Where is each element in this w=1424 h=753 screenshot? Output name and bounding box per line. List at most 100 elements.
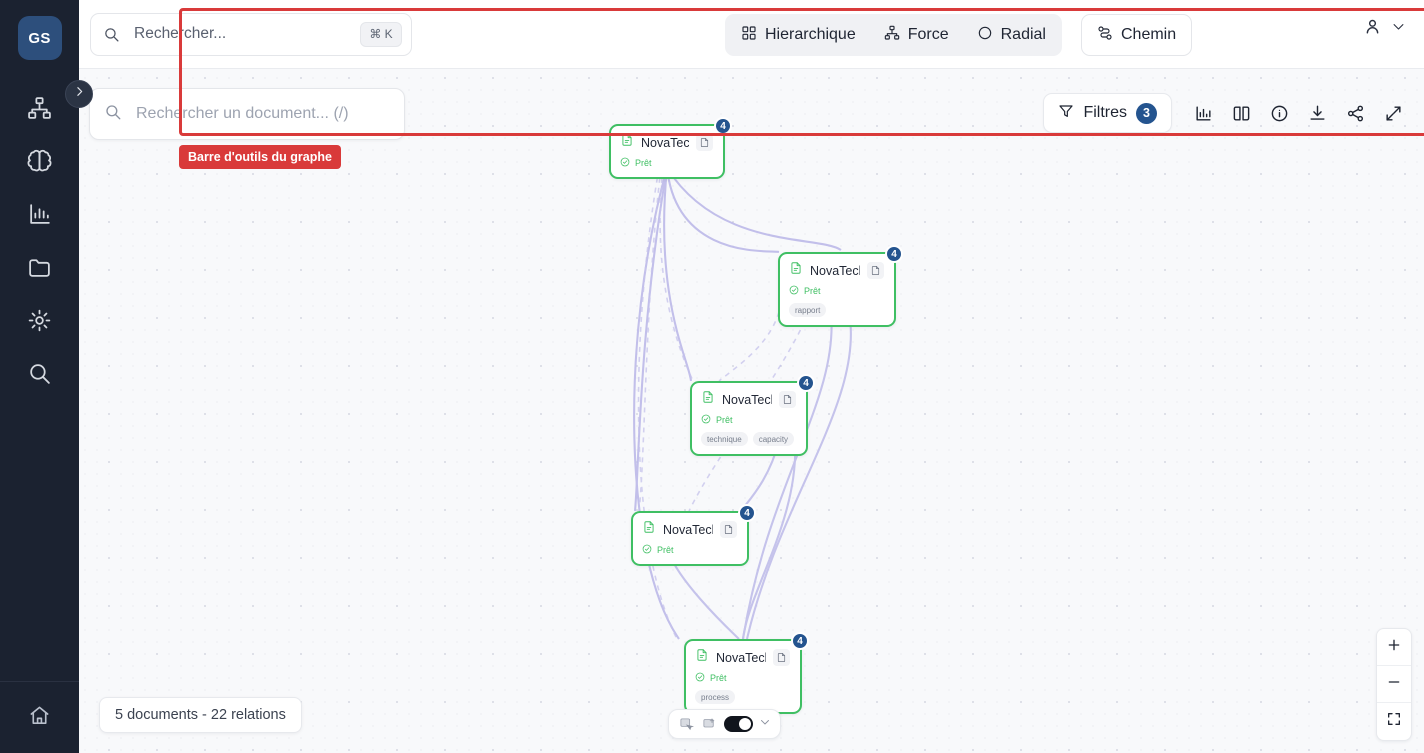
main-area: 4 NovaTech... Prêt 4 [79,0,1424,753]
document-icon [642,520,656,539]
node-relation-badge: 4 [797,374,815,392]
file-badge-icon [867,262,884,279]
sidebar-nav [14,84,66,402]
document-icon [620,133,634,152]
document-icon [695,648,709,667]
file-badge-icon [773,649,790,666]
global-search[interactable]: ⌘ K [90,12,412,56]
node-title: NovaTech_... [663,522,713,537]
view-mode-hierarchique[interactable]: Hierarchique [728,17,869,53]
file-badge-icon [696,134,713,151]
share-icon[interactable] [1340,98,1370,128]
node-header: NovaTech_... [789,261,884,280]
left-sidebar: GS [0,0,79,753]
funnel-icon [1058,103,1074,124]
view-mode-radial[interactable]: Radial [964,17,1059,53]
bar-chart-icon [27,202,52,232]
check-circle-icon [789,285,799,297]
check-circle-icon [642,544,652,556]
view-mode-group: Hierarchique Force Radial [725,14,1193,56]
sidebar-item-search[interactable] [14,349,66,402]
add-note-icon[interactable] [701,716,718,733]
circle-icon [977,25,993,46]
view-mode-label: Chemin [1121,26,1177,43]
graph-node[interactable]: 4 NovaTech_... Prêt technique capa [690,374,815,456]
node-relation-badge: 4 [791,632,809,650]
view-mode-force[interactable]: Force [871,17,962,53]
file-badge-icon [779,391,796,408]
document-icon [701,390,715,409]
node-status: Prêt [701,414,796,426]
document-search-input[interactable] [136,105,390,123]
graph-node[interactable]: 4 NovaTech_... Prêt rapport [778,245,903,327]
download-icon[interactable] [1302,98,1332,128]
view-mode-label: Radial [1000,26,1046,43]
node-status-label: Prêt [804,286,821,296]
node-header: NovaTech_... [642,520,737,539]
node-status: Prêt [620,157,713,169]
search-input[interactable] [134,25,360,43]
user-icon[interactable] [1363,17,1382,36]
node-status-label: Prêt [635,158,652,168]
top-header: ⌘ K Hierarchique Force [79,0,1424,69]
node-title: NovaTech... [641,135,689,150]
sidebar-item-ai[interactable] [14,137,66,190]
node-status: Prêt [642,544,737,556]
chevron-down-icon[interactable] [1391,19,1406,34]
view-mode-label: Hierarchique [765,26,856,43]
sidebar-item-settings[interactable] [14,296,66,349]
check-circle-icon [695,672,705,684]
fit-screen-button[interactable] [1377,703,1411,740]
filters-label: Filtres [1083,104,1127,121]
graph-node[interactable]: 4 NovaTech_... Prêt process [684,632,809,714]
plus-icon [1386,637,1402,658]
graph-node[interactable]: 4 NovaTech_... Prêt [631,504,756,566]
graph-status-pill: 5 documents - 22 relations [99,697,302,733]
zoom-controls [1376,628,1412,741]
node-relation-badge: 4 [738,504,756,522]
gear-icon [27,308,52,338]
graph-node[interactable]: 4 NovaTech... Prêt [609,117,732,179]
filters-button[interactable]: Filtres 3 [1043,93,1172,133]
map-icon[interactable] [1226,98,1256,128]
sidebar-item-graph[interactable] [14,84,66,137]
header-account-area [1363,17,1406,36]
grid-icon [741,25,757,46]
graph-bottom-controls [668,709,781,739]
chevron-right-icon [73,85,86,103]
sidebar-collapse-toggle[interactable] [65,80,93,108]
node-header: NovaTech_... [701,390,796,409]
node-tag: process [695,690,736,704]
sidebar-item-analytics[interactable] [14,190,66,243]
node-status-label: Prêt [710,673,727,683]
search-icon [104,103,122,126]
view-mode-chemin[interactable]: Chemin [1081,14,1193,56]
node-title: NovaTech_... [716,650,766,665]
node-status: Prêt [789,285,884,297]
minus-icon [1386,674,1402,695]
stats-icon[interactable] [1188,98,1218,128]
annotation-label: Barre d'outils du graphe [179,145,341,169]
node-tags: rapport [789,303,884,317]
zoom-in-button[interactable] [1377,629,1411,666]
node-header: NovaTech... [620,133,713,152]
select-cursor-icon[interactable] [678,716,695,733]
path-icon [1097,25,1113,46]
file-badge-icon [720,521,737,538]
home-icon [28,704,51,732]
node-relation-badge: 4 [885,245,903,263]
info-icon[interactable] [1264,98,1294,128]
expand-icon[interactable] [1378,98,1408,128]
check-circle-icon [701,414,711,426]
app-logo[interactable]: GS [17,16,62,60]
zoom-out-button[interactable] [1377,666,1411,703]
sidebar-item-home[interactable] [0,681,79,753]
node-tags: process [695,690,790,704]
chevron-down-icon[interactable] [759,715,771,733]
graph-toggle-switch[interactable] [724,716,753,732]
sidebar-item-documents[interactable] [14,243,66,296]
graph-nodes-layer: 4 NovaTech... Prêt 4 [79,0,1424,753]
document-search[interactable] [89,88,405,140]
network-hierarchy-icon [27,96,52,126]
